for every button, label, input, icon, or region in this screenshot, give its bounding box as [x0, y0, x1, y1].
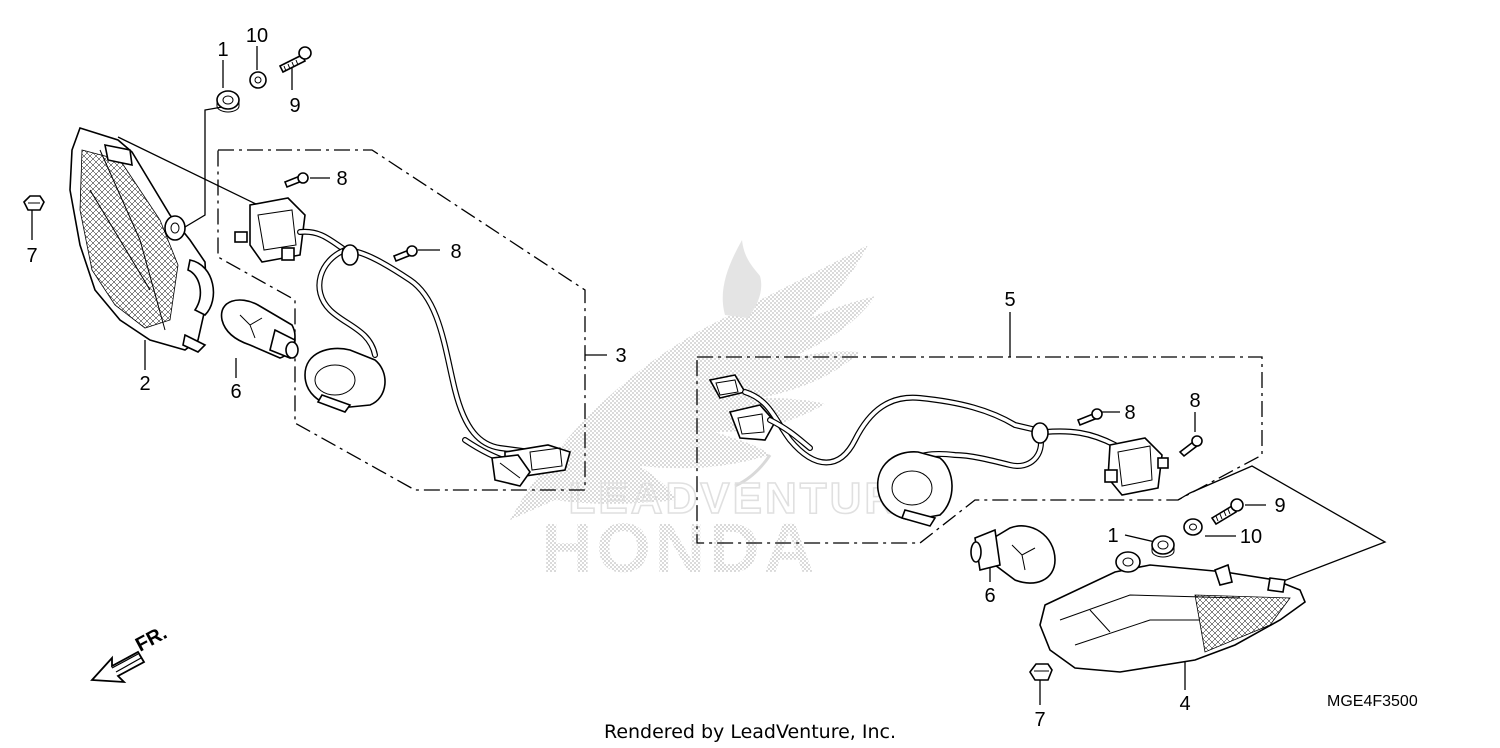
turn-signal-lens-2-left: [69, 127, 215, 353]
callout-6-left: 6: [230, 381, 241, 403]
callout-5: 5: [1004, 289, 1015, 311]
screw-8-b: [392, 245, 418, 263]
bolt-7-right: [1029, 663, 1053, 681]
callout-8-c: 8: [1124, 402, 1135, 424]
callouts: 1 10 9 7 8 8 2 6 3 5 8 8 9 1 10 6 4 7: [26, 25, 1285, 731]
callout-1-top: 1: [217, 39, 228, 61]
watermark-brand: HONDA: [542, 509, 819, 587]
harness-5-right: [708, 374, 1169, 527]
screw-9-right: [1210, 498, 1244, 526]
callout-1-right: 1: [1107, 525, 1118, 547]
callout-10-top: 10: [246, 25, 268, 47]
bulb-6-right: [970, 525, 1056, 584]
callout-10-right: 10: [1240, 526, 1262, 548]
diagram-code: MGE4F3500: [1327, 693, 1418, 710]
screw-8-d: [1178, 435, 1203, 458]
callout-9-right: 9: [1274, 495, 1285, 517]
callout-6-right: 6: [984, 585, 995, 607]
callout-8-d: 8: [1189, 390, 1200, 412]
callout-9-top: 9: [289, 95, 300, 117]
grommet-1-right: [1151, 535, 1175, 558]
turn-signal-lens-4-right: [1039, 551, 1306, 673]
washer-10-right: [1183, 518, 1203, 536]
bulb-6-left: [220, 299, 299, 360]
washer-10-left: [249, 71, 267, 89]
leader-lines-left: [31, 46, 607, 378]
watermark: LEADVENTURE HONDA: [510, 240, 931, 587]
screw-8-c: [1076, 408, 1103, 427]
grommet-1-left: [216, 90, 240, 113]
callout-2: 2: [139, 373, 150, 395]
callout-3: 3: [615, 345, 626, 367]
harness-3-outline: [217, 149, 586, 491]
callout-8-a: 8: [336, 168, 347, 190]
screw-8-a: [283, 172, 309, 189]
bolt-7-left: [23, 195, 45, 211]
callout-7-left: 7: [26, 245, 37, 267]
leader-lines-right: [989, 312, 1387, 705]
honda-wing-logo: [510, 240, 876, 520]
watermark-text: LEADVENTURE: [568, 474, 931, 523]
callout-8-b: 8: [450, 241, 461, 263]
harness-3-left: [234, 197, 571, 487]
footer-credit: Rendered by LeadVenture, Inc.: [604, 721, 896, 743]
callout-4: 4: [1179, 693, 1190, 715]
callout-7-right: 7: [1034, 709, 1045, 731]
screw-9-left: [278, 46, 312, 74]
front-direction-arrow-icon: FR.: [90, 622, 171, 684]
harness-5-outline: [696, 356, 1263, 544]
